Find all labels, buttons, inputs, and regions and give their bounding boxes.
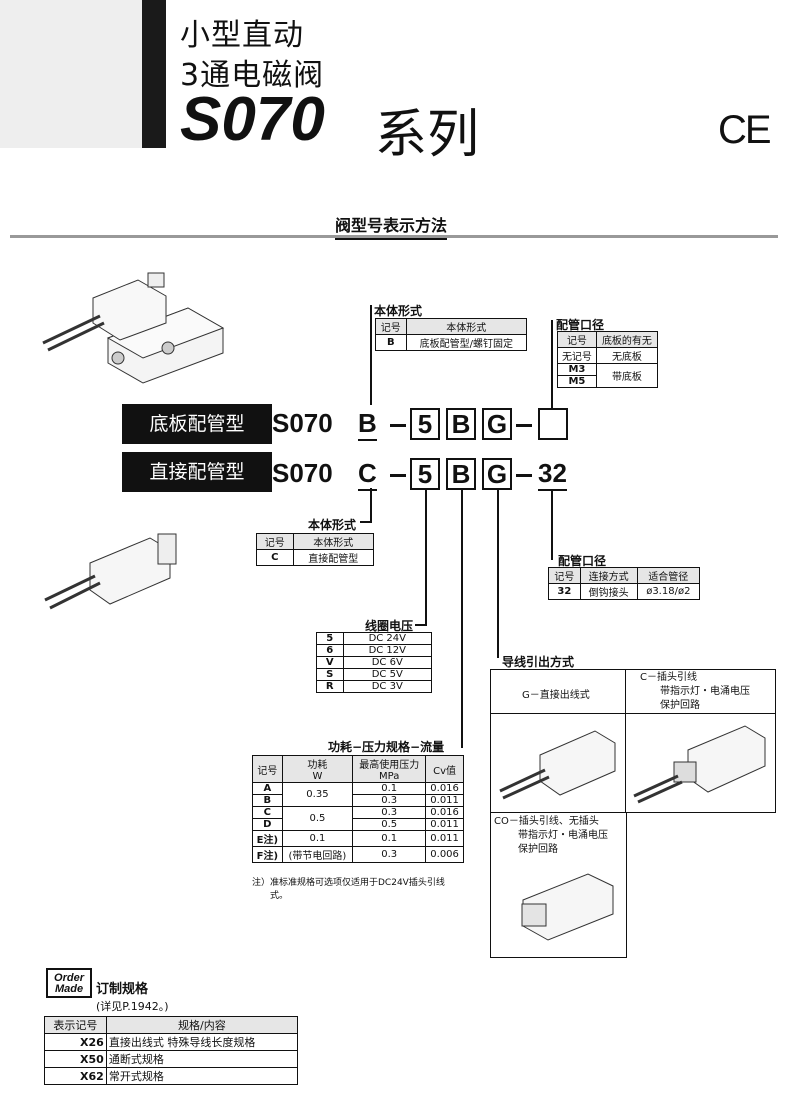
row2-power: B bbox=[446, 458, 476, 490]
row1-dash2 bbox=[516, 424, 532, 427]
lead-c: C－插头引线带指示灯・电涌电压保护回路 bbox=[640, 672, 750, 711]
lead-co-image bbox=[521, 873, 614, 941]
lead-line bbox=[497, 490, 499, 658]
lead-g: G－直接出线式 bbox=[522, 690, 590, 701]
row1-label: 底板配管型 bbox=[122, 404, 272, 444]
header-bar bbox=[142, 0, 166, 148]
row2-body: C bbox=[358, 458, 377, 491]
series-name: S070 bbox=[180, 85, 325, 154]
power-note: 注）准标准规格可选项仅适用于DC24V插头引线 式。 bbox=[252, 878, 445, 901]
section-title: 阀型号表示方法 bbox=[335, 212, 448, 240]
order-title: 订制规格 bbox=[96, 982, 149, 997]
body-bottom-title: 本体形式 bbox=[308, 518, 357, 532]
row2-lead: G bbox=[482, 458, 512, 490]
row1-port-box bbox=[538, 408, 568, 440]
lead-title: 导线引出方式 bbox=[502, 655, 575, 669]
row1-body: B bbox=[358, 408, 377, 441]
direct-piping-valve-image bbox=[44, 533, 177, 610]
port-bottom-title: 配管口径 bbox=[558, 554, 607, 568]
lead-frame-top bbox=[490, 669, 776, 813]
lead-frame-bottom bbox=[490, 812, 627, 958]
body-bottom-line bbox=[370, 488, 372, 522]
voltage-line bbox=[425, 490, 427, 625]
coil-title: 线圈电压 bbox=[365, 619, 414, 633]
power-line bbox=[461, 490, 463, 748]
row2-port: 32 bbox=[538, 458, 567, 491]
row2-voltage: 5 bbox=[410, 458, 440, 490]
row1-dash1 bbox=[390, 424, 406, 427]
row2-dash1 bbox=[390, 474, 406, 477]
row2-model: S070 bbox=[272, 458, 333, 488]
base-mounted-valve-image bbox=[42, 272, 225, 384]
body-top-title: 本体形式 bbox=[374, 304, 423, 318]
row1-lead: G bbox=[482, 408, 512, 440]
port-bottom-line bbox=[551, 490, 553, 560]
title-line2: 3通电磁阀 bbox=[180, 58, 325, 93]
power-title: 功耗−压力规格−流量 bbox=[328, 740, 445, 754]
row1-power: B bbox=[446, 408, 476, 440]
ce-mark: CE bbox=[718, 108, 772, 152]
series-suffix: 系列 bbox=[375, 105, 480, 165]
lead-c-image bbox=[633, 725, 766, 804]
row1-model: S070 bbox=[272, 408, 333, 438]
port-top-title: 配管口径 bbox=[556, 318, 605, 332]
row2-dash2 bbox=[516, 474, 532, 477]
lead-g-image bbox=[499, 730, 616, 800]
order-ref: (详见P.1942。) bbox=[96, 1000, 169, 1013]
header-bg bbox=[0, 0, 142, 148]
row2-label: 直接配管型 bbox=[122, 452, 272, 492]
title-line1: 小型直动 bbox=[180, 18, 304, 53]
body-top-line bbox=[370, 305, 372, 405]
lead-co: CO－插头引线、无插头带指示灯・电涌电压保护回路 bbox=[494, 816, 608, 855]
section-rule bbox=[10, 235, 778, 238]
port-top-line bbox=[551, 320, 553, 408]
row1-voltage: 5 bbox=[410, 408, 440, 440]
